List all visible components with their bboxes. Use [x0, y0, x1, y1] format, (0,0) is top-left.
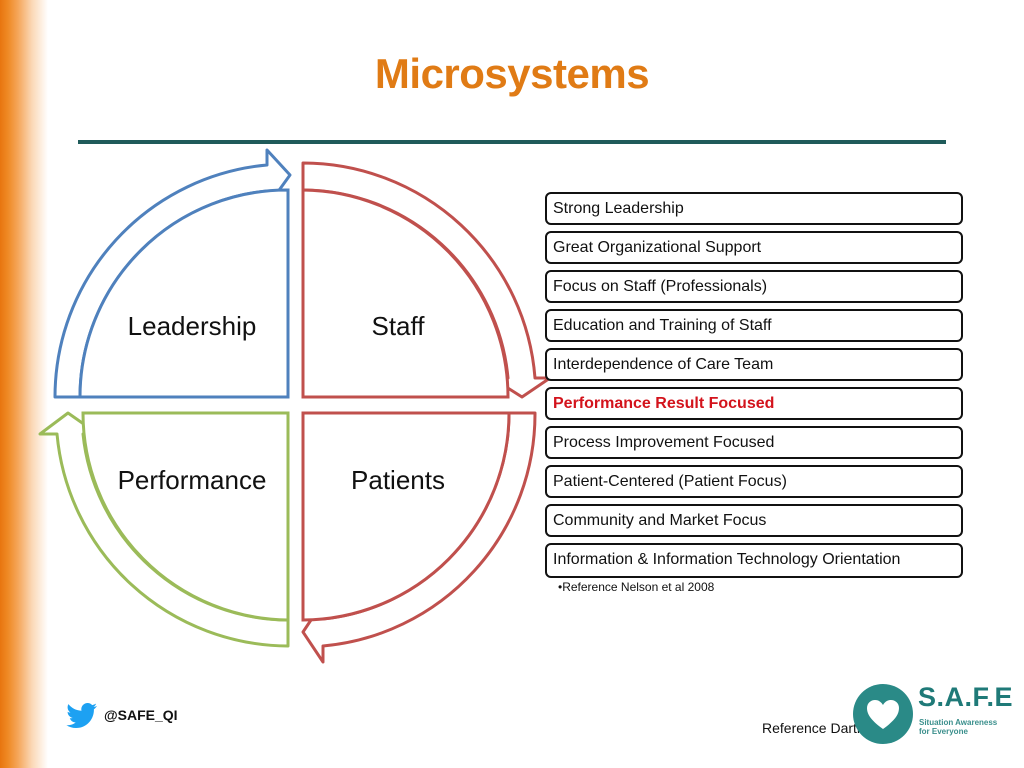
staff-label: Staff — [371, 311, 425, 341]
orange-side-bar — [0, 0, 48, 768]
heart-icon — [867, 700, 899, 729]
performance-label: Performance — [117, 465, 267, 495]
item-education-training: Education and Training of Staff — [545, 309, 963, 342]
item-community-market: Community and Market Focus — [545, 504, 963, 537]
twitter-handle: @SAFE_QI — [104, 707, 178, 723]
reference-note: •Reference Nelson et al 2008 — [558, 580, 715, 594]
item-information-technology: Information & Information Technology Ori… — [545, 543, 963, 578]
staff-quadrant — [301, 188, 510, 399]
item-strong-leadership: Strong Leadership — [545, 192, 963, 225]
safe-logo-tagline: Situation Awareness for Everyone — [919, 718, 998, 736]
patients-label: Patients — [351, 465, 445, 495]
leadership-label: Leadership — [127, 311, 257, 341]
item-process-improvement: Process Improvement Focused — [545, 426, 963, 459]
patients-quadrant — [301, 411, 511, 622]
item-patient-centered: Patient-Centered (Patient Focus) — [545, 465, 963, 498]
safe-logo-name: S.A.F.E — [918, 682, 1014, 712]
item-interdependence: Interdependence of Care Team — [545, 348, 963, 381]
safe-logo-heart-icon — [853, 684, 913, 744]
title-divider — [78, 140, 946, 144]
leadership-quadrant — [78, 188, 290, 399]
item-organizational-support: Great Organizational Support — [545, 231, 963, 264]
performance-quadrant — [81, 411, 290, 622]
twitter-bird-icon — [66, 703, 97, 728]
item-focus-on-staff: Focus on Staff (Professionals) — [545, 270, 963, 303]
item-performance-result: Performance Result Focused — [545, 387, 963, 420]
page-title: Microsystems — [374, 50, 650, 97]
